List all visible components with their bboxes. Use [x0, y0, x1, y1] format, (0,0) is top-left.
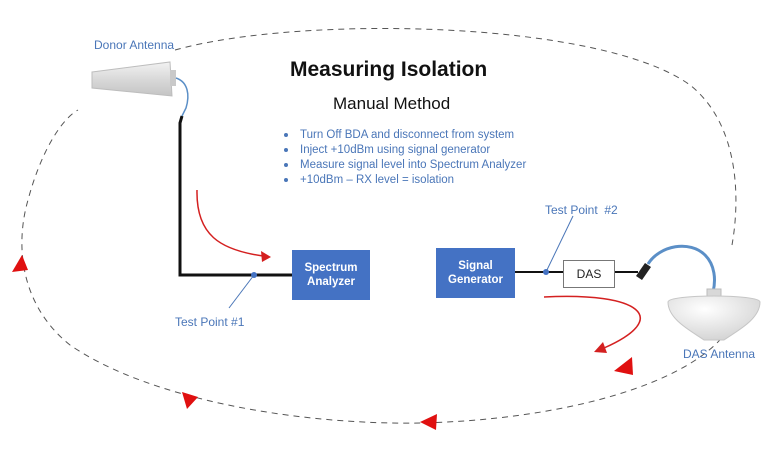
diagram-title: Measuring Isolation [290, 58, 488, 81]
loop-arrow-bottom [420, 414, 437, 430]
das-antenna-connector [636, 263, 651, 280]
diagram-subtitle: Manual Method [333, 94, 451, 113]
das-label: DAS [576, 267, 602, 281]
signal-generator-label: Signal Generator [448, 260, 503, 286]
method-step: Turn Off BDA and disconnect from system [282, 128, 552, 143]
loop-arrow-left [12, 255, 28, 272]
signal-flow-arrowhead-right [594, 342, 607, 353]
signal-generator-box: Signal Generator [436, 248, 515, 298]
test-point-2-label: Test Point #2 [545, 203, 618, 217]
signal-flow-arrowhead-left [261, 251, 271, 262]
isolation-loop-path [21, 28, 737, 424]
loop-arrow-bottom-left [182, 392, 198, 409]
donor-antenna [91, 61, 176, 97]
das-antenna-cable [646, 244, 716, 293]
test-point-1-leader [228, 274, 255, 309]
method-steps-list: Turn Off BDA and disconnect from system … [282, 128, 552, 188]
donor-antenna-label: Donor Antenna [94, 38, 175, 52]
donor-jumper-cable [175, 77, 189, 117]
method-step-text: +10dBm – RX level = isolation [300, 174, 455, 186]
spectrum-analyzer-box: Spectrum Analyzer [292, 250, 370, 300]
das-box: DAS [563, 260, 615, 288]
das-antenna-label: DAS Antenna [683, 347, 756, 361]
bullet-icon [284, 178, 288, 182]
das-dome-antenna [667, 288, 761, 341]
test-point-1-label: Test Point #1 [175, 315, 245, 329]
method-step-text: Inject +10dBm using signal generator [300, 144, 491, 156]
bullet-icon [284, 148, 288, 152]
loop-arrow-right [614, 357, 633, 375]
method-step-text: Measure signal level into Spectrum Analy… [300, 159, 527, 171]
donor-feed-cable [178, 115, 292, 277]
method-step-text: Turn Off BDA and disconnect from system [300, 129, 515, 141]
method-step: +10dBm – RX level = isolation [282, 173, 552, 188]
bullet-icon [284, 163, 288, 167]
test-point-2-leader [545, 215, 574, 273]
method-step: Inject +10dBm using signal generator [282, 143, 552, 158]
bullet-icon [284, 133, 288, 137]
signal-flow-arrow-right [543, 295, 641, 349]
signal-flow-arrow-left [196, 189, 264, 257]
spectrum-analyzer-label: Spectrum Analyzer [304, 262, 358, 288]
method-step: Measure signal level into Spectrum Analy… [282, 158, 552, 173]
